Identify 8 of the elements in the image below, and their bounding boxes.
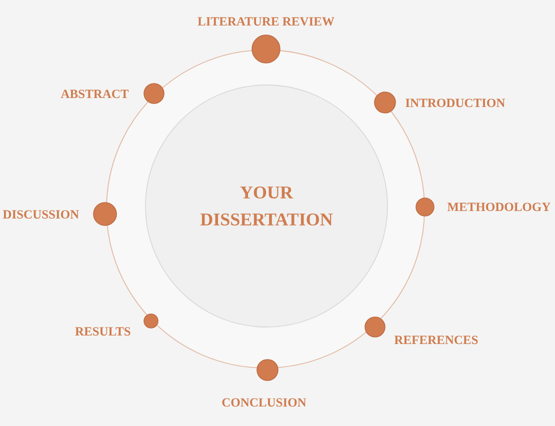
stage-label: DISCUSSION xyxy=(2,210,79,219)
stage-label: LITERATURE REVIEW xyxy=(198,17,334,26)
stage-label: ABSTRACT xyxy=(60,90,129,98)
stage-label: METHODOLOGY xyxy=(447,202,550,212)
stage-label: CONCLUSION xyxy=(222,398,306,407)
stage-label: RESULTS xyxy=(75,327,130,336)
stage-label: REFERENCES xyxy=(394,336,478,344)
stage-label: INTRODUCTION xyxy=(406,98,506,108)
